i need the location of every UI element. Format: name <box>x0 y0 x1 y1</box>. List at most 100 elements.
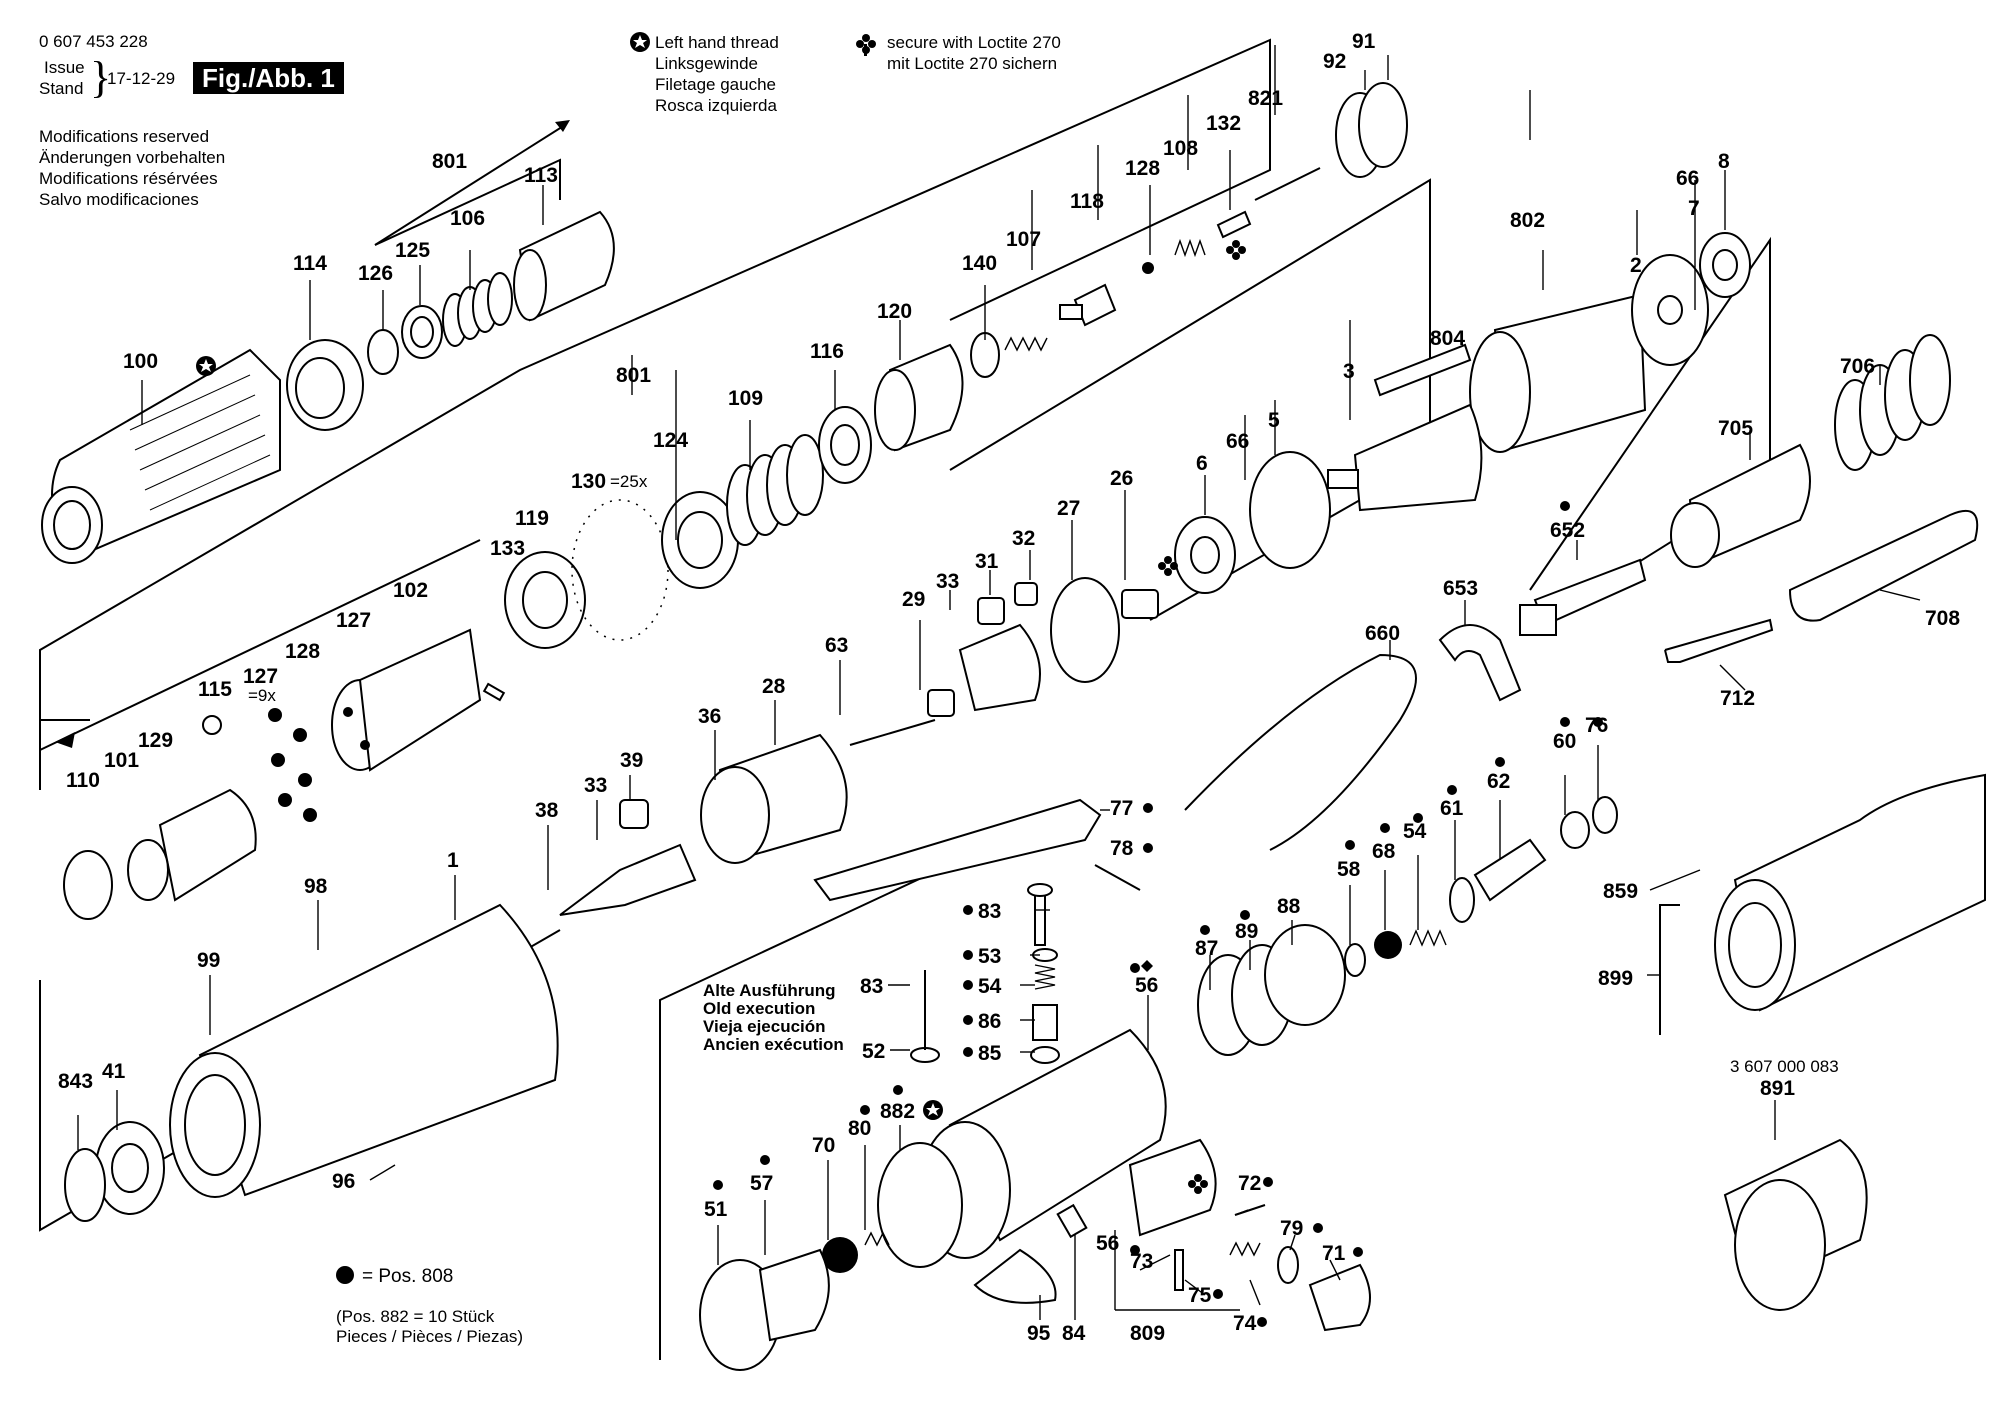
lh-thread-fr: Filetage gauche <box>655 75 776 94</box>
brace-glyph: } <box>90 53 112 102</box>
callout-102: 102 <box>393 579 428 602</box>
part-891-accessory <box>1723 1138 1868 1311</box>
callout-83-b: 83 <box>860 975 883 998</box>
callout-56-a: 56 <box>1135 974 1158 997</box>
clover-symbol-icon <box>856 34 876 56</box>
modifications-fr: Modifications résérvées <box>39 169 218 188</box>
callout-54-a: 54 <box>978 975 1002 998</box>
loctite-en: secure with Loctite 270 <box>887 33 1061 52</box>
callout-74: 74 <box>1233 1312 1257 1335</box>
callout-29: 29 <box>902 588 925 611</box>
callout-119: 119 <box>515 507 549 530</box>
part-28-ring-gear <box>700 733 848 864</box>
callout-107: 107 <box>1006 228 1041 251</box>
callout-68: 68 <box>1372 840 1396 863</box>
callout-809: 809 <box>1130 1322 1165 1345</box>
callout-labels: 100 114 126 125 106 801 113 801 130 =25x… <box>58 30 1960 1345</box>
callout-891: 891 <box>1760 1077 1795 1100</box>
pos-882-note-1: (Pos. 882 = 10 Stück <box>336 1307 495 1326</box>
part-6-bearing <box>1174 516 1236 594</box>
part-54-spring <box>1034 964 1056 990</box>
part-95-shield <box>973 1248 1057 1304</box>
callout-801-b: 801 <box>616 364 651 387</box>
part-126-circlip <box>367 329 399 375</box>
part-74-spring <box>1229 1241 1261 1257</box>
callout-126: 126 <box>358 262 393 285</box>
old-exec-fr: Ancien exécution <box>703 1035 844 1054</box>
old-exec-es: Vieja ejecución <box>703 1017 826 1036</box>
part-71-plug <box>1308 1263 1371 1332</box>
callout-96: 96 <box>332 1170 355 1193</box>
part-77-lever <box>813 798 1102 902</box>
part-124-ring <box>661 491 739 589</box>
part-85-oring <box>1030 1046 1060 1064</box>
callout-801-a: 801 <box>432 150 467 173</box>
callout-76: 76 <box>1585 714 1608 737</box>
callout-1: 1 <box>447 849 459 872</box>
part-27-washer <box>1050 577 1120 683</box>
part-68-ball <box>1374 931 1402 959</box>
part-54b-spring <box>1409 929 1447 947</box>
part-58-oring <box>1344 943 1366 977</box>
lh-thread-en: Left hand thread <box>655 33 779 52</box>
part-107-spring <box>1004 336 1048 352</box>
part-32-gear <box>1014 582 1038 606</box>
part-116-disc <box>818 406 872 484</box>
callout-6: 6 <box>1196 452 1208 475</box>
callout-32: 32 <box>1012 527 1035 550</box>
callout-62: 62 <box>1487 770 1510 793</box>
callout-75: 75 <box>1188 1284 1212 1307</box>
part-660-wire <box>1184 653 1417 851</box>
clover-marker-icon <box>1188 1174 1208 1194</box>
callout-660: 660 <box>1365 622 1400 645</box>
star-marker-icon <box>923 1100 943 1120</box>
part-84-screw <box>1056 1203 1088 1239</box>
callout-79: 79 <box>1280 1217 1303 1240</box>
part-114-ring <box>286 339 364 431</box>
part-109-spring <box>726 434 824 546</box>
callout-129: 129 <box>138 729 173 752</box>
callout-859: 859 <box>1603 880 1638 903</box>
callout-33-a: 33 <box>936 570 959 593</box>
part-132-screw <box>1216 210 1252 239</box>
callout-38: 38 <box>535 799 559 822</box>
callout-109: 109 <box>728 387 763 410</box>
part-706-spring <box>1834 334 1951 471</box>
callout-127-a: 127 <box>336 609 371 632</box>
callout-78: 78 <box>1110 837 1134 860</box>
modifications-en: Modifications reserved <box>39 127 210 146</box>
part-57-51-valve-plate <box>699 1248 830 1371</box>
callout-52: 52 <box>862 1040 885 1063</box>
callout-115: 115 <box>198 678 232 701</box>
accessory-number: 3 607 000 083 <box>1730 1057 1839 1076</box>
callout-39: 39 <box>620 749 643 772</box>
callout-5: 5 <box>1268 409 1280 432</box>
callout-33-b: 33 <box>584 774 607 797</box>
part-100-knurled-sleeve <box>41 348 281 564</box>
callout-36: 36 <box>698 705 721 728</box>
callout-114: 114 <box>293 252 327 275</box>
part-83-valve-pin <box>1027 883 1053 946</box>
callout-712: 712 <box>1720 687 1755 710</box>
part-75-pin <box>1174 1249 1184 1291</box>
part-882-oring <box>877 1142 963 1268</box>
callout-60: 60 <box>1553 730 1576 753</box>
part-130-balls <box>571 499 669 641</box>
part-821-pin <box>1254 167 1321 201</box>
part-70-ball <box>822 1237 858 1273</box>
callout-653: 653 <box>1443 577 1478 600</box>
part-106-spring <box>442 272 513 347</box>
callout-100: 100 <box>123 350 158 373</box>
callout-652: 652 <box>1550 519 1585 542</box>
callout-31: 31 <box>975 550 999 573</box>
part-804-vane <box>1373 343 1472 397</box>
callout-130-count: =25x <box>610 472 648 491</box>
star-marker-icon <box>196 356 216 376</box>
part-705-nipple <box>1670 443 1811 568</box>
part-108-spring <box>1174 238 1206 258</box>
callout-66-a: 66 <box>1676 167 1699 190</box>
callout-7: 7 <box>1688 197 1700 220</box>
issue-label: Issue <box>44 58 85 77</box>
part-61-oring <box>1449 877 1475 923</box>
callout-110: 110 <box>66 769 100 792</box>
